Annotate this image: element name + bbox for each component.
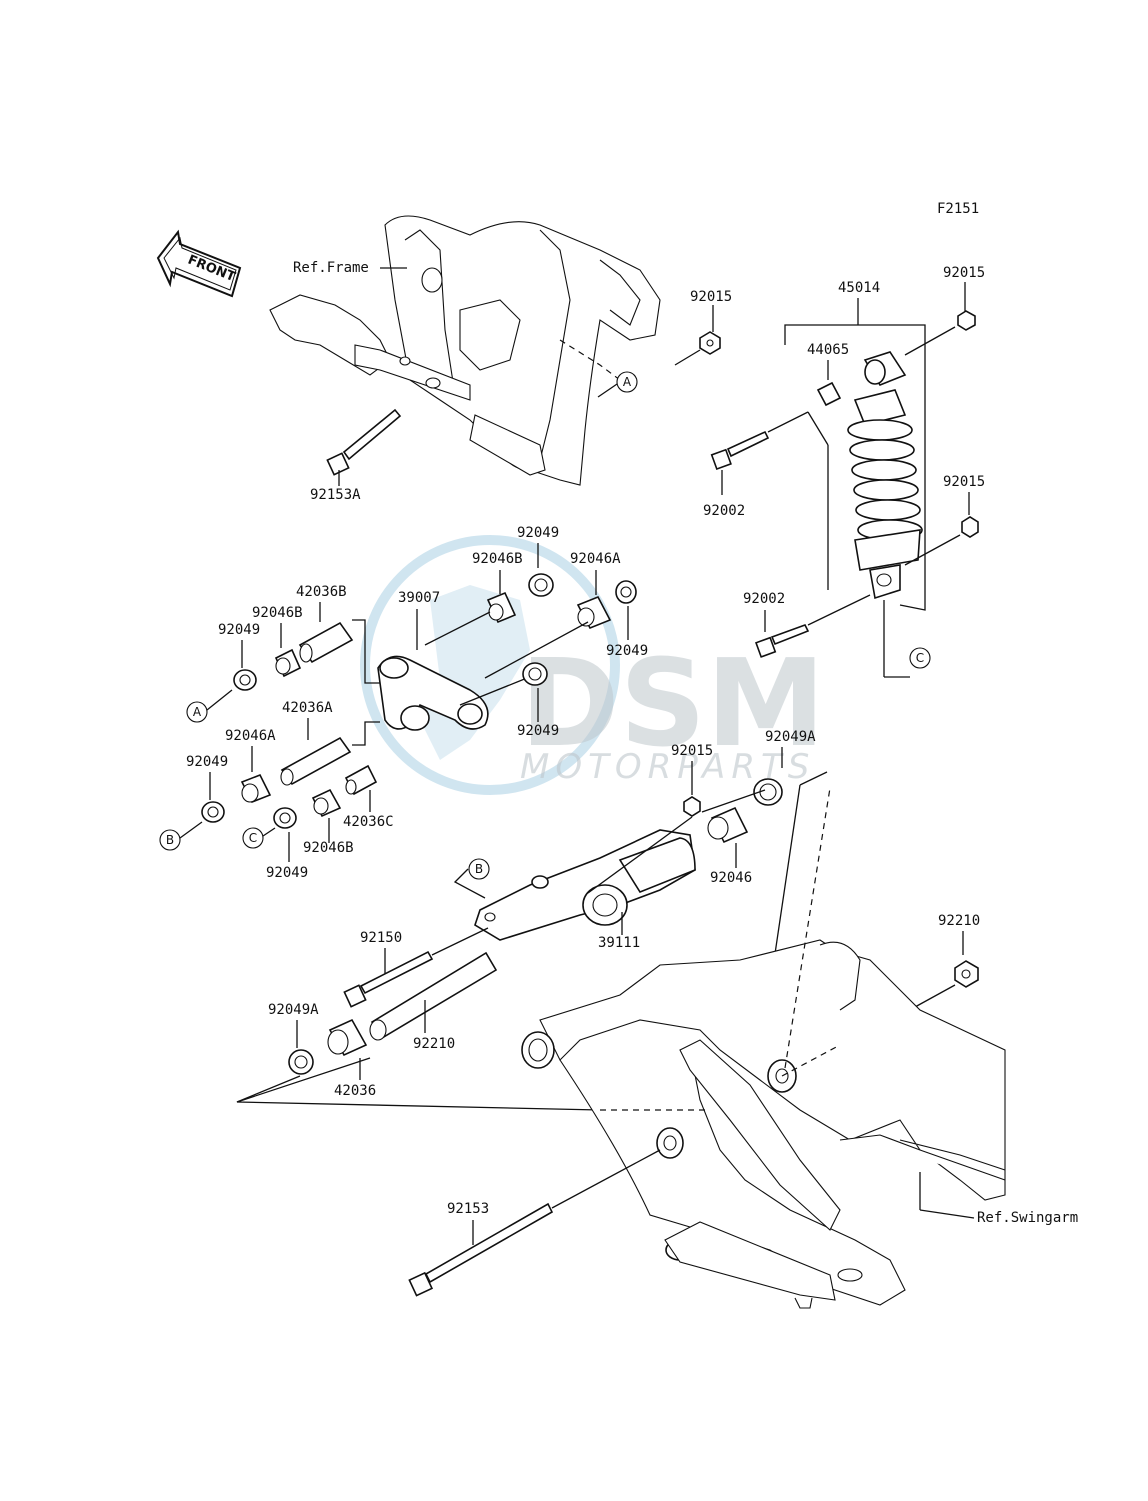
nut-92015-right-mid [961,516,979,538]
bolt-92002-upper [710,430,770,470]
bolt-92153A [326,408,402,476]
callout-A-frame: A [623,375,632,389]
part-label-92049A-top: 92049A [765,729,816,745]
part-label-42036A: 42036A [282,700,333,716]
nut-92015-top [699,331,721,355]
part-label-92015-right-mid: 92015 [943,474,985,490]
part-label-39111: 39111 [598,935,640,951]
part-label-92002-lower: 92002 [743,591,785,607]
front-arrow-icon: FRONT [156,229,242,298]
part-label-92153A: 92153A [310,487,361,503]
callout-C-rocker: C [249,831,257,845]
part-label-92153: 92153 [447,1201,489,1217]
part-label-92015-right-top: 92015 [943,265,985,281]
callout-B-tierod: B [475,862,483,876]
part-label-92046A-left: 92046A [225,728,276,744]
figure-code: F2151 [937,201,979,217]
bolt-92002-lower [755,624,810,658]
rocker-arm-39007 [377,655,489,731]
ref-frame-label: Ref.Frame [293,260,369,276]
shock-absorber-45014 [847,351,923,600]
part-label-92049-left: 92049 [218,622,260,638]
part-label-92046B-left: 92046B [252,605,303,621]
swingarm-drawing [521,939,1006,1309]
tie-rod-39111 [474,829,696,941]
part-label-92049A-left: 92049A [268,1002,319,1018]
part-label-42036C: 42036C [343,814,394,830]
part-label-92046B-top: 92046B [472,551,523,567]
callout-C-shock: C [916,651,924,665]
watermark: DSM MOTORPARTS [360,535,825,795]
part-label-92150: 92150 [360,930,402,946]
part-label-92002-upper: 92002 [703,503,745,519]
frame-drawing [269,215,661,486]
bolt-92153 [408,1202,554,1297]
part-label-92210: 92210 [938,913,980,929]
nut-92015-center [683,796,701,817]
part-label-42036B: 42036B [296,584,347,600]
bolt-92150 [343,950,434,1008]
nut-92015-right-top [957,310,976,331]
part-label-92049-bottom: 92049 [266,865,308,881]
part-label-92049-mid: 92049 [517,723,559,739]
watermark-brand: DSM [520,635,825,774]
callout-B-rocker: B [166,833,174,847]
part-label-44065: 44065 [807,342,849,358]
part-label-92049-top: 92049 [517,525,559,541]
part-label-92015-center: 92015 [671,743,713,759]
collar-44065 [816,381,842,407]
collar-42036 [370,951,498,1040]
part-label-92046B-bottom: 92046B [303,840,354,856]
part-label-92046-bottom: 42036 [334,1083,376,1099]
part-label-45014: 45014 [838,280,880,296]
part-label-39007: 39007 [398,590,440,606]
part-label-92046-right: 92046 [710,870,752,886]
part-label-92049-lowleft: 92049 [186,754,228,770]
part-label-42036: 92210 [413,1036,455,1052]
part-label-92015-top: 92015 [690,289,732,305]
callout-A-rocker: A [193,705,202,719]
part-label-92046A-top: 92046A [570,551,621,567]
part-label-92049-right: 92049 [606,643,648,659]
ref-swingarm-label: Ref.Swingarm [977,1210,1078,1226]
